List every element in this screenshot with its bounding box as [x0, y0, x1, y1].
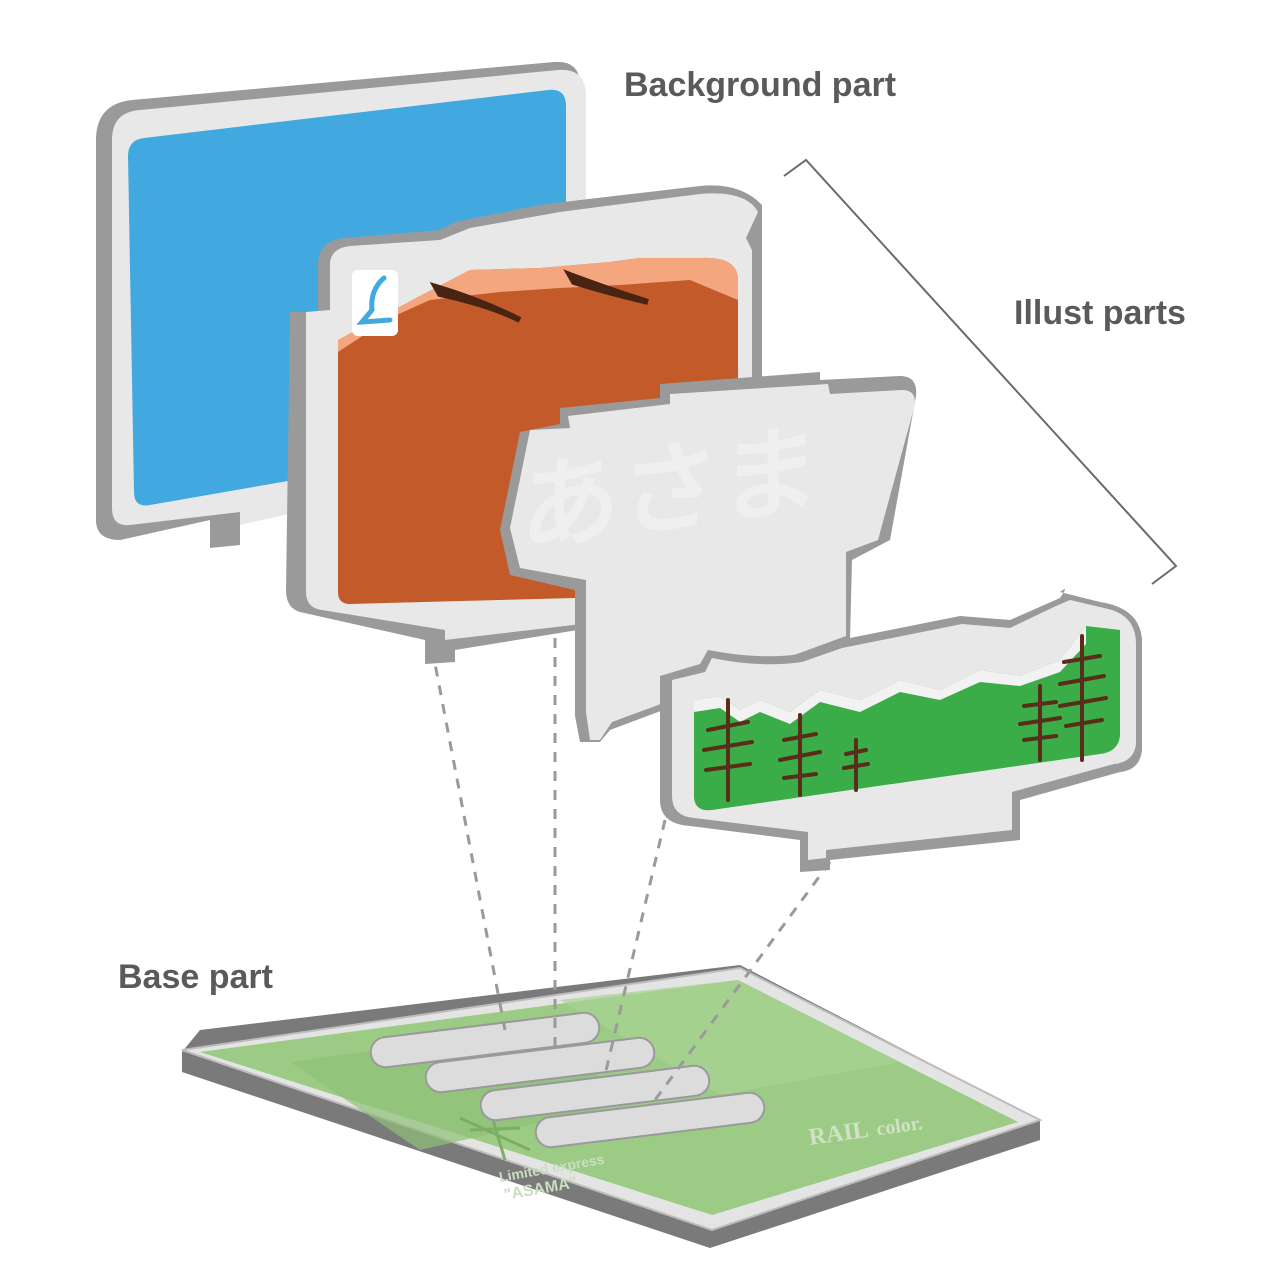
connector-lines [430, 638, 832, 1101]
illust-part-text-plate: あさま [500, 372, 917, 742]
illust-part-forest [660, 589, 1142, 872]
sign-icon [352, 270, 398, 336]
label-base-part: Base part [118, 958, 273, 996]
mountain-ridge [338, 257, 738, 352]
base-part: Limited express "ASAMA" RAIL color. [181, 965, 1043, 1248]
illust-parts-bracket [783, 158, 1178, 585]
label-background-part: Background part [624, 66, 896, 104]
label-illust-parts: Illust parts [1014, 294, 1186, 332]
base-slots [369, 1011, 766, 1149]
trees [702, 634, 1108, 802]
